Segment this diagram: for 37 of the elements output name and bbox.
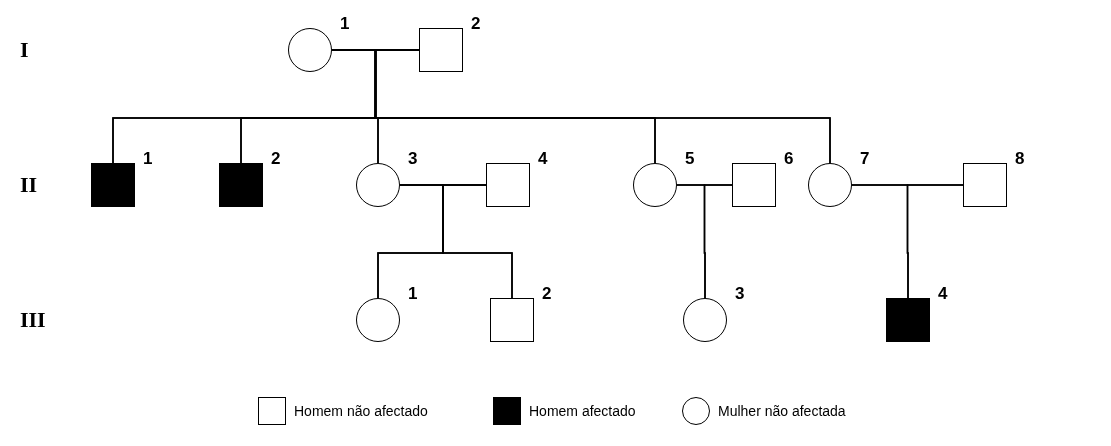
male-square bbox=[486, 163, 530, 207]
male-square bbox=[963, 163, 1007, 207]
individual-number: 2 bbox=[542, 284, 552, 304]
individual-number: 8 bbox=[1015, 149, 1025, 169]
individual-number: 1 bbox=[340, 14, 350, 34]
individual-number: 1 bbox=[408, 284, 418, 304]
pedigree-line bbox=[906, 184, 964, 299]
individual-number: 6 bbox=[784, 149, 794, 169]
female-circle bbox=[683, 298, 727, 342]
female-circle bbox=[356, 163, 400, 207]
individual-number: 3 bbox=[408, 149, 418, 169]
affected-male-square bbox=[91, 163, 135, 207]
female-circle bbox=[808, 163, 852, 207]
male-square bbox=[490, 298, 534, 342]
male-square bbox=[419, 28, 463, 72]
legend-text: Mulher não afectada bbox=[718, 402, 846, 420]
affected-male-square bbox=[886, 298, 930, 342]
affected-male-square bbox=[219, 163, 263, 207]
generation-label: I bbox=[20, 37, 29, 63]
legend-text: Homem afectado bbox=[529, 402, 636, 420]
individual-number: 2 bbox=[271, 149, 281, 169]
female-circle bbox=[356, 298, 400, 342]
individual-number: 4 bbox=[938, 284, 948, 304]
individual-number: 2 bbox=[471, 14, 481, 34]
pedigree-line bbox=[442, 184, 513, 299]
generation-label: III bbox=[20, 307, 46, 333]
generation-label: II bbox=[20, 172, 38, 198]
male-square bbox=[732, 163, 776, 207]
individual-number: 3 bbox=[735, 284, 745, 304]
individual-number: 4 bbox=[538, 149, 548, 169]
individual-number: 1 bbox=[143, 149, 153, 169]
legend-text: Homem não afectado bbox=[294, 402, 428, 420]
individual-number: 7 bbox=[860, 149, 870, 169]
female-circle bbox=[633, 163, 677, 207]
pedigree-line bbox=[703, 184, 733, 299]
female-circle bbox=[288, 28, 332, 72]
individual-number: 5 bbox=[685, 149, 695, 169]
